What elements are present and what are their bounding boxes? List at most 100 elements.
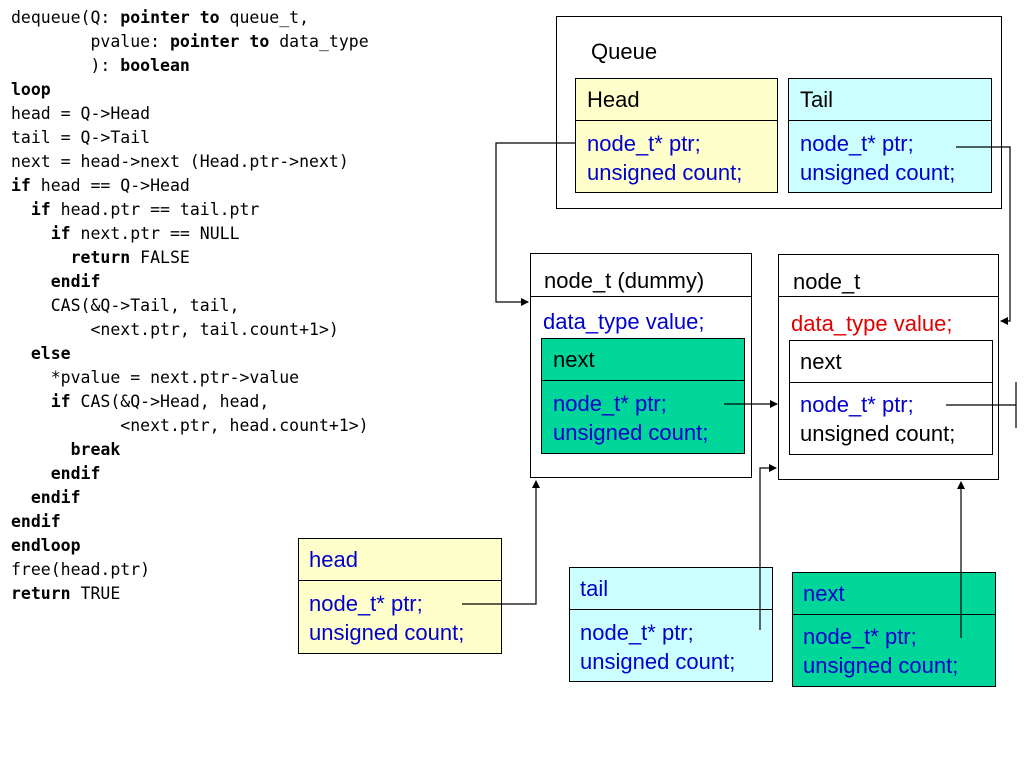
code-line: endif [11,510,369,534]
code-line: CAS(&Q->Tail, tail, [11,294,369,318]
dummy-node-value: data_type value; [543,309,705,334]
code-text: next = head->next (Head.ptr->next) [11,152,349,171]
next-var-ptr: node_t* ptr; [803,624,917,649]
code-listing: dequeue(Q: pointer to queue_t, pvalue: p… [11,6,369,606]
code-line: <next.ptr, head.count+1>) [11,414,369,438]
node-value: data_type value; [791,311,953,336]
code-line: if CAS(&Q->Head, head, [11,390,369,414]
queue-tail-ptr: node_t* ptr; [800,131,914,156]
code-keyword: boolean [120,56,190,75]
code-text: <next.ptr, tail.count+1>) [11,320,339,339]
dummy-next-ptr: node_t* ptr; [553,391,667,416]
tail-var-box [569,567,773,682]
code-text: dequeue(Q: [11,8,121,27]
code-keyword: if [50,224,71,243]
queue-tail-arrow [956,146,1011,325]
queue-tail-box [788,78,992,193]
code-line: endif [11,486,369,510]
code-keyword: return [70,248,131,267]
node-next-count: unsigned count; [800,421,956,446]
code-text: *pvalue = next.ptr->value [11,368,300,387]
code-text: <next.ptr, head.count+1>) [11,416,369,435]
queue-head-box [575,78,778,193]
code-line: if next.ptr == NULL [11,222,369,246]
head-var-arrow [462,480,540,605]
code-line: *pvalue = next.ptr->value [11,366,369,390]
code-line: return TRUE [11,582,369,606]
code-text: next.ptr == NULL [70,224,240,243]
node-divider [778,296,999,297]
dummy-node-divider [530,296,752,297]
code-line: return FALSE [11,246,369,270]
code-keyword: if [50,392,71,411]
code-text: head == Q->Head [30,176,190,195]
code-text: free(head.ptr) [11,560,151,579]
queue-title: Queue [591,39,658,64]
code-text: tail = Q->Tail [11,128,151,147]
code-text: queue_t, [219,8,310,27]
code-line: endloop [11,534,369,558]
head-var-count: unsigned count; [309,620,465,645]
queue-head-title: Head [587,87,640,112]
node-title: node_t [793,269,861,294]
dummy-node-title: node_t (dummy) [544,268,705,293]
tail-var-ptr: node_t* ptr; [580,620,694,645]
code-keyword: pointer to [169,32,270,51]
node-next-ptr: node_t* ptr; [800,392,914,417]
head-var-divider [298,580,502,581]
queue-head-ptr: node_t* ptr; [587,131,701,156]
code-text: ): [11,56,121,75]
head-var-box [298,538,502,654]
code-line: endif [11,462,369,486]
code-keyword: endif [50,464,101,483]
code-keyword: endif [30,488,81,507]
code-keyword: endloop [11,536,81,555]
tail-var-divider [569,609,773,610]
code-keyword: if [11,176,31,195]
queue-tail-divider [788,120,992,121]
code-line: ): boolean [11,54,369,78]
queue-head-divider [575,120,778,121]
queue-head-count: unsigned count; [587,160,743,185]
code-line: if head.ptr == tail.ptr [11,198,369,222]
code-text: pvalue: [11,32,170,51]
code-line: <next.ptr, tail.count+1>) [11,318,369,342]
code-line: else [11,342,369,366]
code-line: break [11,438,369,462]
dummy-next-box [541,338,745,454]
code-line: free(head.ptr) [11,558,369,582]
code-keyword: endif [50,272,101,291]
code-text: head = Q->Head [11,104,151,123]
head-var-title: head [309,547,358,572]
node-next-title: next [800,349,842,374]
code-text: FALSE [130,248,190,267]
queue-head-arrow [495,142,575,306]
node-next-box [789,340,993,455]
code-keyword: pointer to [120,8,220,27]
code-line: loop [11,78,369,102]
next-var-count: unsigned count; [803,653,959,678]
code-line: tail = Q->Tail [11,126,369,150]
code-keyword: loop [11,80,51,99]
head-var-ptr: node_t* ptr; [309,591,423,616]
code-line: if head == Q->Head [11,174,369,198]
code-text: CAS(&Q->Tail, tail, [11,296,240,315]
code-keyword: else [30,344,71,363]
next-var-box [792,572,996,687]
queue-tail-title: Tail [800,87,834,112]
tail-var-arrow [759,464,777,630]
code-line: next = head->next (Head.ptr->next) [11,150,369,174]
next-var-title: next [803,581,845,606]
code-line: head = Q->Head [11,102,369,126]
code-keyword: if [30,200,51,219]
code-keyword: return [11,584,71,603]
node-next-divider [789,382,993,383]
code-line: endif [11,270,369,294]
dummy-next-title: next [553,347,595,372]
queue-tail-count: unsigned count; [800,160,956,185]
dummy-next-divider [541,380,745,381]
tail-var-title: tail [580,576,609,601]
code-line: dequeue(Q: pointer to queue_t, [11,6,369,30]
code-text: TRUE [70,584,121,603]
